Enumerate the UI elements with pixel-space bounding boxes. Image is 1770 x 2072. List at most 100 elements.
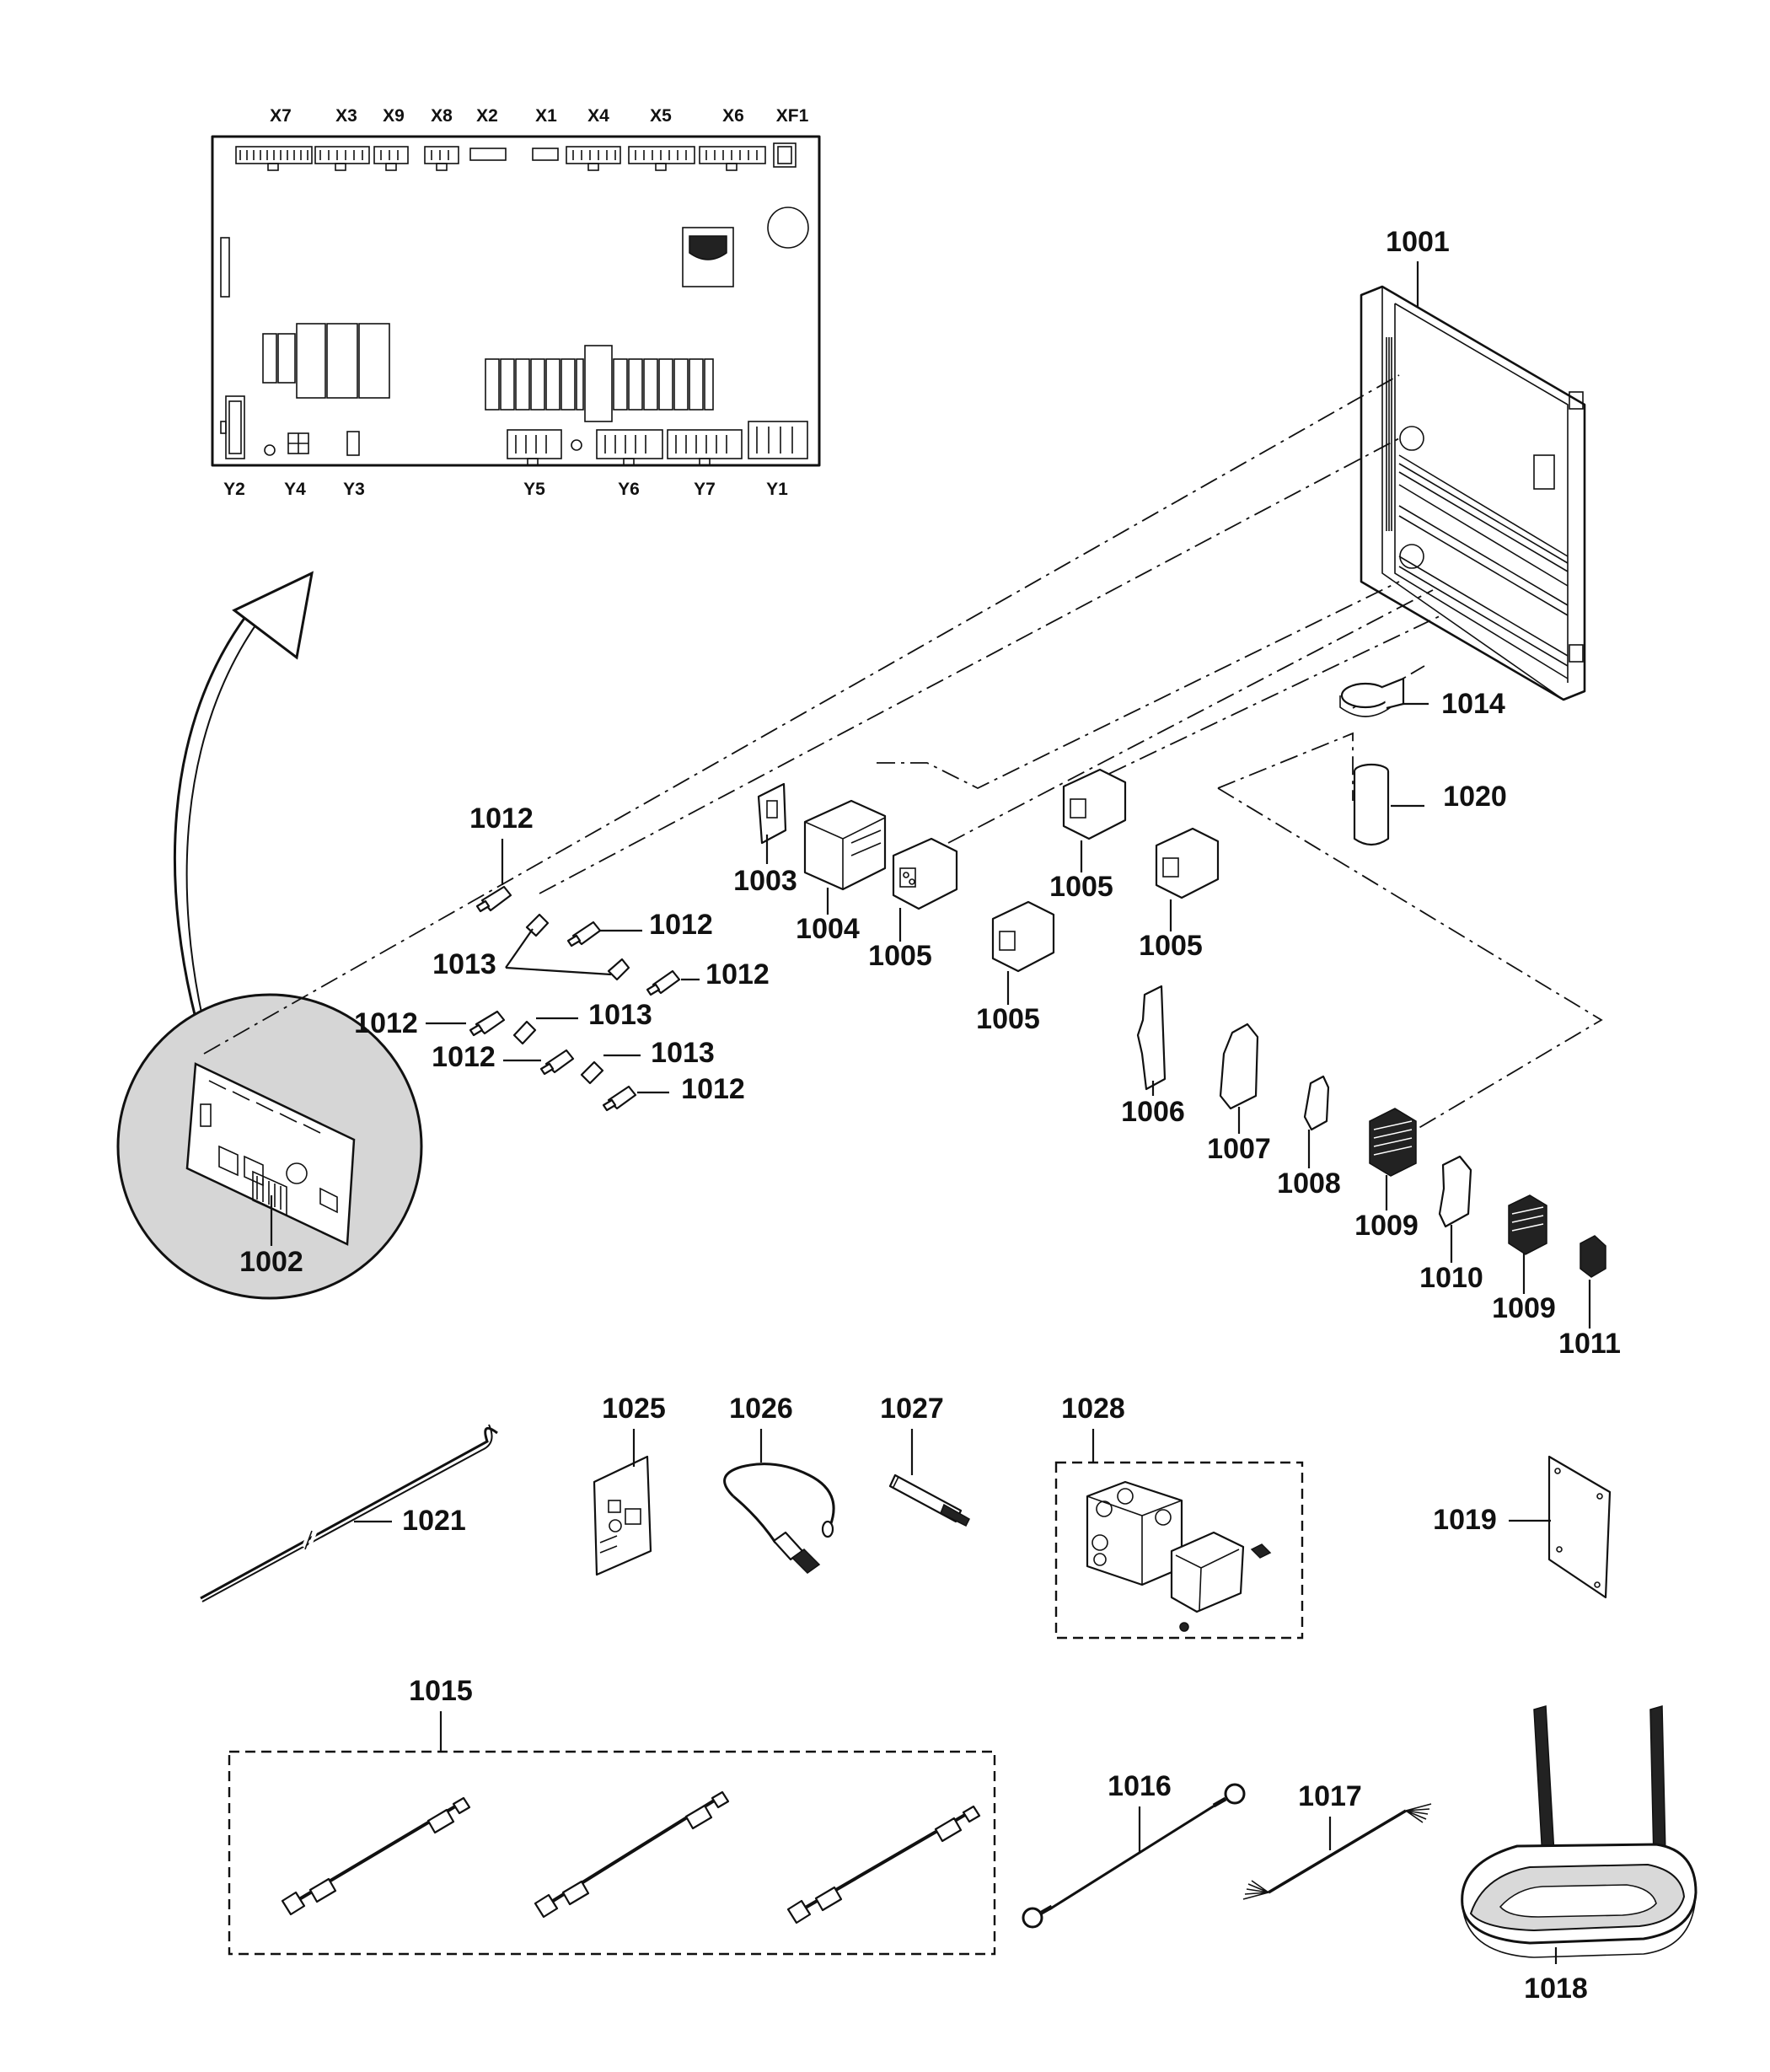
label-1013-c: 1013 <box>651 1037 715 1069</box>
label-1012-d: 1012 <box>354 1007 418 1039</box>
part-1015-kit-frame <box>228 1750 996 1956</box>
part-1003-bracket <box>757 782 787 845</box>
part-1012-terminal-e <box>539 1049 575 1076</box>
connector-label-x2: X2 <box>476 106 498 126</box>
label-1014: 1014 <box>1441 688 1505 720</box>
label-1017: 1017 <box>1298 1780 1362 1812</box>
pin-ticks <box>239 150 758 160</box>
label-1020: 1020 <box>1443 781 1507 813</box>
part-1017-bus-cable <box>1242 1803 1432 1900</box>
part-1005-contactor-b <box>1062 768 1127 840</box>
part-1018-router <box>1461 1705 1698 1958</box>
connector-label-y1: Y1 <box>766 480 788 499</box>
part-1009-terminal-block-a <box>1369 1108 1417 1177</box>
connector-label-x4: X4 <box>587 106 609 126</box>
part-1002-circle <box>116 993 423 1300</box>
part-1020-capacitor <box>1353 763 1390 846</box>
part-1012-terminal-a <box>475 885 512 913</box>
explosion-lines <box>203 374 1603 1130</box>
label-1015: 1015 <box>409 1675 473 1707</box>
part-1028-junction-box <box>1086 1480 1183 1586</box>
connector-label-x1: X1 <box>535 106 557 126</box>
label-1019: 1019 <box>1433 1504 1497 1536</box>
label-1012-b: 1012 <box>649 909 713 941</box>
part-1012-terminal-c <box>646 969 681 996</box>
part-1028-lid <box>1170 1531 1245 1613</box>
label-1028: 1028 <box>1061 1393 1125 1425</box>
part-1010-end-plate <box>1438 1155 1472 1228</box>
label-1005-a: 1005 <box>868 940 932 972</box>
label-1018: 1018 <box>1524 1973 1588 2005</box>
label-1012-a: 1012 <box>469 802 534 835</box>
label-1010: 1010 <box>1419 1262 1483 1294</box>
label-1013-a: 1013 <box>432 948 496 980</box>
part-1019-cover-plate <box>1547 1455 1612 1599</box>
label-1012-e: 1012 <box>432 1041 496 1073</box>
label-1002: 1002 <box>239 1246 303 1278</box>
part-1015-cable-a <box>281 1796 471 1916</box>
connector-label-y7: Y7 <box>694 480 716 499</box>
connector-label-y2: Y2 <box>223 480 245 499</box>
label-1012-f: 1012 <box>681 1073 745 1105</box>
part-1011-clip <box>1580 1235 1606 1278</box>
part-1012-terminal-f <box>602 1085 637 1112</box>
part-1028-gland <box>1250 1543 1272 1559</box>
label-1005-b: 1005 <box>1049 871 1113 903</box>
connector-label-x9: X9 <box>383 106 405 126</box>
label-1009-a: 1009 <box>1354 1210 1419 1242</box>
part-1021-sensor-cable <box>200 1424 498 1602</box>
control-board-detail: X7 X3 X9 X8 X2 X1 X4 X5 X6 XF1 Y2 Y4 Y3 … <box>211 106 821 499</box>
part-1015-cable-c <box>786 1805 981 1924</box>
connector-label-x5: X5 <box>650 106 672 126</box>
label-1003: 1003 <box>733 865 797 897</box>
label-1016: 1016 <box>1108 1770 1172 1802</box>
part-1006-end-plate <box>1136 985 1167 1091</box>
part-1015-cable-b <box>534 1790 730 1919</box>
part-1025-pcb <box>593 1455 652 1576</box>
connector-label-xf1: XF1 <box>776 106 809 126</box>
part-1012-terminal-d <box>469 1010 506 1037</box>
part-1026-antenna-cable <box>723 1463 835 1574</box>
label-1011: 1011 <box>1558 1328 1621 1360</box>
label-1005-d: 1005 <box>976 1003 1040 1035</box>
part-1014-clip <box>1339 677 1405 717</box>
connector-label-y6: Y6 <box>618 480 640 499</box>
label-1007: 1007 <box>1207 1133 1271 1165</box>
label-1008: 1008 <box>1277 1168 1341 1200</box>
label-1025: 1025 <box>602 1393 666 1425</box>
part-1013-terminal-d <box>580 1060 604 1085</box>
label-1004: 1004 <box>796 913 860 945</box>
part-1005-contactor-d <box>991 900 1055 973</box>
label-1009-b: 1009 <box>1492 1292 1556 1324</box>
label-1006: 1006 <box>1121 1096 1185 1128</box>
label-1012-c: 1012 <box>705 958 770 990</box>
part-1008-clip <box>1303 1075 1330 1131</box>
part-1013-terminal-c <box>512 1020 537 1045</box>
label-1013-b: 1013 <box>588 999 652 1031</box>
connector-label-y4: Y4 <box>284 480 306 499</box>
part-1028-screw <box>1179 1622 1189 1632</box>
curved-arrow-icon <box>173 571 314 1038</box>
label-1021: 1021 <box>402 1505 466 1537</box>
part-1005-contactor-a <box>892 837 958 910</box>
label-1027: 1027 <box>880 1393 944 1425</box>
part-1012-terminal-b <box>566 921 602 947</box>
connector-label-x7: X7 <box>270 106 292 126</box>
part-1016-earth-cable <box>1022 1783 1246 1929</box>
connector-label-y3: Y3 <box>343 480 365 499</box>
part-1004-module <box>803 799 887 891</box>
label-1005-c: 1005 <box>1139 930 1203 962</box>
connector-label-x6: X6 <box>722 106 744 126</box>
part-1001-housing <box>1360 285 1586 701</box>
label-1001: 1001 <box>1386 226 1450 258</box>
part-1028-kit-frame <box>1054 1461 1304 1640</box>
part-1007-end-plate <box>1219 1023 1259 1110</box>
connector-label-x3: X3 <box>335 106 357 126</box>
connector-label-x8: X8 <box>431 106 453 126</box>
part-1013-terminal-b <box>607 958 630 981</box>
part-1005-contactor-c <box>1155 827 1220 899</box>
label-1026: 1026 <box>729 1393 793 1425</box>
part-1009-terminal-block-b <box>1508 1194 1547 1255</box>
connector-label-y5: Y5 <box>523 480 545 499</box>
